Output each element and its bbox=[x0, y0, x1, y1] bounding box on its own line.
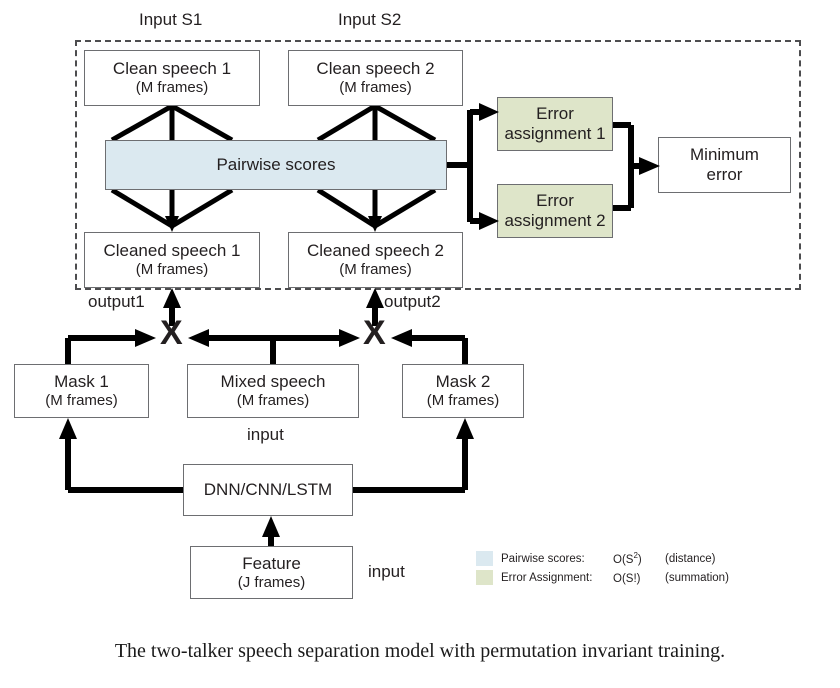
box-clean-speech-2: Clean speech 2 (M frames) bbox=[288, 50, 463, 106]
box-pairwise-scores-label: Pairwise scores bbox=[216, 154, 336, 174]
box-feature: Feature (J frames) bbox=[190, 546, 353, 599]
box-cleaned-speech-2: Cleaned speech 2 (M frames) bbox=[288, 232, 463, 288]
legend-name-pairwise: Pairwise scores: bbox=[501, 552, 585, 565]
box-cleaned-speech-1: Cleaned speech 1 (M frames) bbox=[84, 232, 260, 288]
box-clean-speech-2-line1: Clean speech 2 bbox=[316, 59, 435, 79]
box-minimum-error-line2: error bbox=[706, 165, 743, 184]
multiply-node-2: X bbox=[363, 314, 386, 352]
box-cleaned-speech-1-line2: (M frames) bbox=[135, 261, 209, 279]
legend-row-error-assignment: Error Assignment: O(S!) (summation) bbox=[476, 568, 806, 587]
box-mask-2-line1: Mask 2 bbox=[435, 372, 491, 392]
box-error-assignment-1-line1: Error bbox=[536, 103, 574, 123]
box-mask-1: Mask 1 (M frames) bbox=[14, 364, 149, 418]
box-mixed-speech-line1: Mixed speech bbox=[220, 372, 326, 392]
legend-row-pairwise: Pairwise scores: O(S2) (distance) bbox=[476, 549, 806, 568]
legend-name-error-assignment: Error Assignment: bbox=[501, 571, 593, 584]
box-clean-speech-1: Clean speech 1 (M frames) bbox=[84, 50, 260, 106]
box-mask-2-line2: (M frames) bbox=[426, 392, 500, 410]
output2-label: output2 bbox=[384, 292, 441, 311]
figure-caption: The two-talker speech separation model w… bbox=[114, 640, 726, 662]
legend-order-error-assignment: O(S!) bbox=[613, 572, 641, 585]
legend-note-pairwise: (distance) bbox=[665, 552, 716, 565]
box-cleaned-speech-1-line1: Cleaned speech 1 bbox=[103, 241, 241, 261]
box-mixed-speech-line2: (M frames) bbox=[236, 392, 310, 410]
pit-region-dashed-border bbox=[75, 40, 801, 290]
box-error-assignment-1-line2: assignment 1 bbox=[504, 124, 606, 143]
input-feature-label: input bbox=[368, 562, 405, 581]
box-mask-2: Mask 2 (M frames) bbox=[402, 364, 524, 418]
box-minimum-error: Minimum error bbox=[658, 137, 791, 193]
box-feature-line2: (J frames) bbox=[237, 573, 306, 591]
legend-swatch-pairwise-icon bbox=[476, 551, 493, 566]
box-error-assignment-2-line1: Error bbox=[536, 190, 574, 210]
input-mixed-label: input bbox=[247, 425, 284, 444]
box-mask-1-line2: (M frames) bbox=[45, 392, 118, 410]
box-clean-speech-1-line1: Clean speech 1 bbox=[112, 59, 232, 79]
box-mask-1-line1: Mask 1 bbox=[54, 372, 109, 392]
output1-label: output1 bbox=[88, 292, 145, 311]
input-s2-label: Input S2 bbox=[338, 10, 402, 29]
box-clean-speech-2-line2: (M frames) bbox=[339, 79, 412, 97]
box-cleaned-speech-2-line1: Cleaned speech 2 bbox=[306, 241, 445, 261]
legend-swatch-error-assignment-icon bbox=[476, 570, 493, 585]
legend: Pairwise scores: O(S2) (distance) Error … bbox=[476, 549, 806, 587]
legend-note-error-assignment: (summation) bbox=[665, 571, 729, 584]
box-mixed-speech: Mixed speech (M frames) bbox=[187, 364, 359, 418]
box-cleaned-speech-2-line2: (M frames) bbox=[339, 261, 412, 279]
box-network: DNN/CNN/LSTM bbox=[183, 464, 353, 516]
legend-order-pairwise: O(S2) bbox=[613, 551, 642, 566]
box-clean-speech-1-line2: (M frames) bbox=[135, 79, 209, 97]
box-feature-line1: Feature bbox=[242, 553, 301, 573]
box-pairwise-scores: Pairwise scores bbox=[105, 140, 447, 190]
box-error-assignment-2: Error assignment 2 bbox=[497, 184, 613, 238]
box-network-label: DNN/CNN/LSTM bbox=[203, 479, 333, 499]
multiply-node-1: X bbox=[160, 314, 183, 352]
input-s1-label: Input S1 bbox=[139, 10, 203, 29]
box-error-assignment-1: Error assignment 1 bbox=[497, 97, 613, 151]
box-minimum-error-line1: Minimum bbox=[690, 144, 759, 164]
box-error-assignment-2-line2: assignment 2 bbox=[504, 211, 606, 230]
